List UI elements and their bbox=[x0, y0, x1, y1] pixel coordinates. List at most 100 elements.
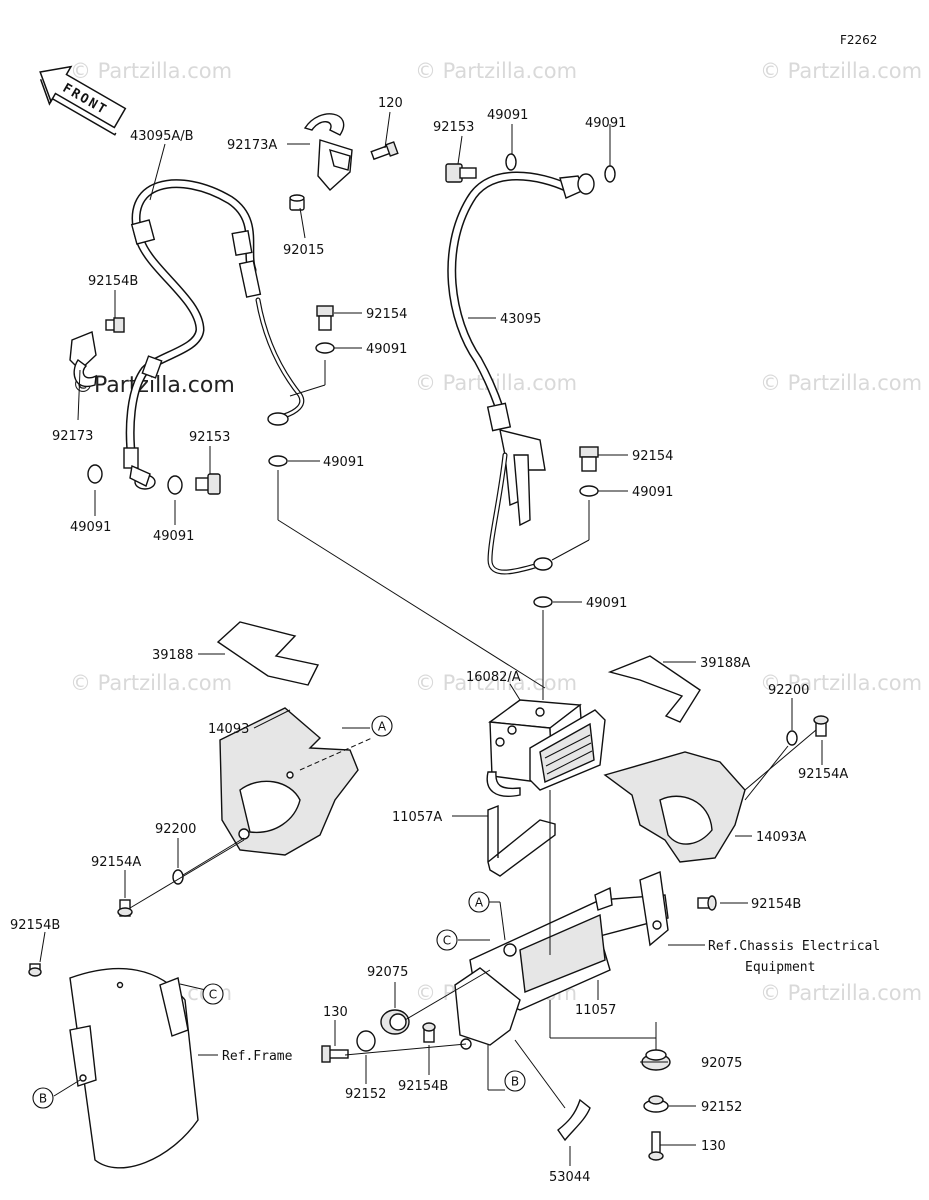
bolt-92154a-right bbox=[813, 715, 829, 737]
watermark: © Partzilla.com bbox=[760, 371, 922, 395]
cover-14093a bbox=[603, 751, 746, 863]
washer-49091 bbox=[167, 475, 183, 495]
clamp-53044 bbox=[557, 1098, 591, 1142]
label-49091: 49091 bbox=[153, 529, 194, 544]
watermark: © Partzilla.com bbox=[70, 671, 232, 695]
watermark: © Partzilla.com bbox=[760, 59, 922, 83]
ref-chassis-label-line2: Equipment bbox=[745, 960, 815, 975]
bracket-11057a-hook bbox=[486, 771, 521, 797]
label-92154: 92154 bbox=[632, 449, 673, 464]
label-49091: 49091 bbox=[70, 520, 111, 535]
label-49091: 49091 bbox=[585, 116, 626, 131]
label-92075: 92075 bbox=[367, 965, 408, 980]
figure-code: F2262 bbox=[840, 33, 877, 47]
label-14093a: 14093A bbox=[756, 830, 806, 845]
label-92152: 92152 bbox=[701, 1100, 742, 1115]
label-92200: 92200 bbox=[155, 822, 196, 837]
callout-c-label: C bbox=[209, 988, 217, 1002]
callout-c-label: C bbox=[443, 934, 451, 948]
label-16082a: 16082/A bbox=[466, 670, 521, 685]
label-92154b: 92154B bbox=[751, 897, 801, 912]
label-92153: 92153 bbox=[189, 430, 230, 445]
collar-92152-left bbox=[356, 1030, 376, 1052]
washer-49091 bbox=[268, 455, 288, 467]
cover-14093 bbox=[219, 707, 359, 856]
bolt-92154-top bbox=[316, 305, 334, 331]
pin-92015 bbox=[289, 194, 305, 211]
label-92154b: 92154B bbox=[10, 918, 60, 933]
washer-49091 bbox=[533, 596, 553, 608]
bracket-11057 bbox=[454, 871, 669, 1050]
washer-49091 bbox=[604, 165, 616, 183]
label-92154a: 92154A bbox=[91, 855, 141, 870]
label-120: 120 bbox=[378, 96, 403, 111]
callout-c-bottom: C bbox=[436, 929, 458, 951]
label-130: 130 bbox=[323, 1005, 348, 1020]
callout-a-bottom: A bbox=[468, 891, 490, 913]
label-43095: 43095 bbox=[500, 312, 541, 327]
label-92075: 92075 bbox=[701, 1056, 742, 1071]
callout-a-label: A bbox=[378, 720, 387, 734]
watermark: © Partzilla.com bbox=[415, 59, 577, 83]
abs-unit-16082 bbox=[488, 699, 606, 791]
label-49091: 49091 bbox=[586, 596, 627, 611]
watermark: © Partzilla.com bbox=[760, 981, 922, 1005]
callout-b-bottom: B bbox=[504, 1070, 526, 1092]
bracket-11057a bbox=[487, 804, 556, 877]
bolt-130-left bbox=[321, 1045, 349, 1063]
ref-chassis-label-line1: Ref.Chassis Electrical bbox=[708, 939, 880, 954]
brake-hose-right bbox=[447, 171, 595, 575]
label-130: 130 bbox=[701, 1139, 726, 1154]
label-92200: 92200 bbox=[768, 683, 809, 698]
label-49091: 49091 bbox=[366, 342, 407, 357]
label-92154b: 92154B bbox=[398, 1079, 448, 1094]
label-92173a: 92173A bbox=[227, 138, 277, 153]
bolt-92154a-left bbox=[117, 899, 133, 917]
collar-92152-right bbox=[643, 1095, 669, 1113]
label-92015: 92015 bbox=[283, 243, 324, 258]
washer-49091 bbox=[315, 342, 335, 354]
label-39188a: 39188A bbox=[700, 656, 750, 671]
watermark: © Partzilla.com bbox=[415, 671, 577, 695]
watermark: © Partzilla.com bbox=[70, 59, 232, 83]
label-43095ab: 43095A/B bbox=[130, 129, 194, 144]
bolt-92154b-frame bbox=[28, 963, 42, 977]
label-92154b: 92154B bbox=[88, 274, 138, 289]
callout-a-label: A bbox=[475, 896, 484, 910]
callout-b-label: B bbox=[39, 1092, 47, 1106]
grommet-92075-left bbox=[380, 1009, 410, 1035]
bolt-92153-right bbox=[445, 163, 477, 183]
label-92154: 92154 bbox=[366, 307, 407, 322]
label-92152: 92152 bbox=[345, 1087, 386, 1102]
frame-reference bbox=[69, 967, 199, 1169]
brake-hose-left bbox=[123, 179, 305, 490]
bolt-92154b-right bbox=[697, 895, 717, 911]
label-49091: 49091 bbox=[487, 108, 528, 123]
bracket-92173a bbox=[303, 113, 353, 192]
label-49091: 49091 bbox=[632, 485, 673, 500]
part-labels: 43095A/B 92173A 120 92015 92154 49091 49… bbox=[10, 96, 880, 1185]
leader-lines bbox=[39, 111, 823, 1166]
bolt-92153-left bbox=[195, 473, 221, 495]
ref-frame-label: Ref.Frame bbox=[222, 1049, 293, 1064]
callout-b-frame: B bbox=[32, 1087, 54, 1109]
washer-49091 bbox=[505, 153, 517, 171]
label-14093: 14093 bbox=[208, 722, 249, 737]
label-53044: 53044 bbox=[549, 1170, 590, 1185]
callout-c-frame: C bbox=[202, 983, 224, 1005]
label-49091: 49091 bbox=[323, 455, 364, 470]
washer-49091 bbox=[87, 464, 103, 484]
label-11057: 11057 bbox=[575, 1003, 616, 1018]
label-92173: 92173 bbox=[52, 429, 93, 444]
pad-39188a bbox=[607, 655, 701, 723]
pad-39188 bbox=[216, 621, 320, 686]
bolt-130-right bbox=[648, 1131, 664, 1161]
watermark: © Partzilla.com bbox=[760, 671, 922, 695]
bolt-92154-mid bbox=[579, 446, 599, 472]
label-92154a: 92154A bbox=[798, 767, 848, 782]
bolt-92154b-top bbox=[105, 317, 125, 333]
label-11057a: 11057A bbox=[392, 810, 442, 825]
washer-49091 bbox=[579, 485, 599, 497]
grommet-92075-right bbox=[641, 1049, 671, 1071]
